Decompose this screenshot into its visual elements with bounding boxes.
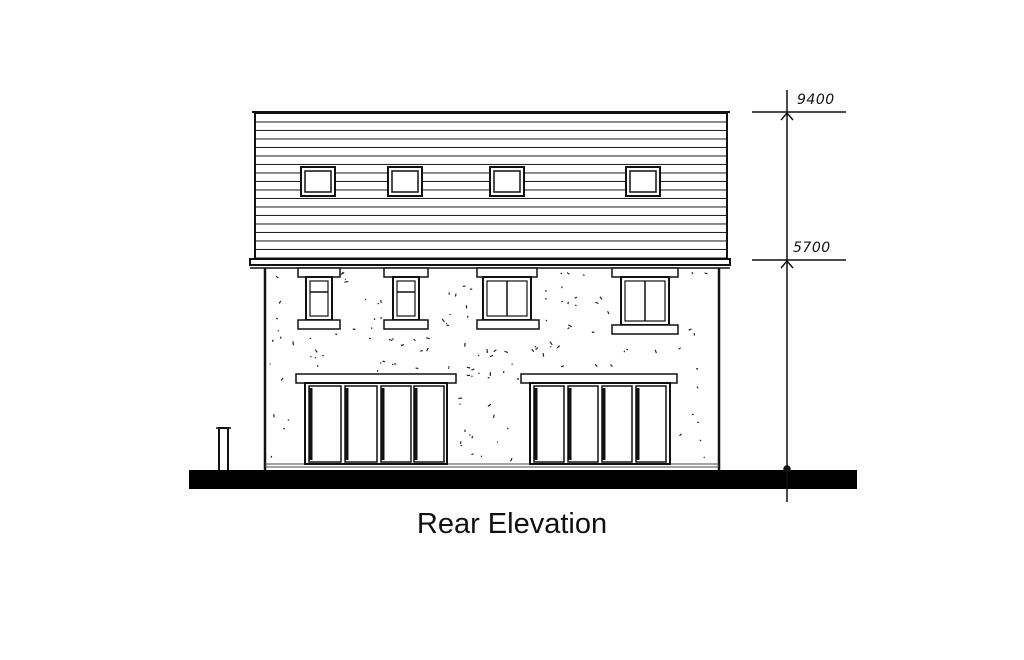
first-floor-window [611,267,679,335]
bifold-doors-left [295,373,457,465]
ground-line [189,470,857,489]
first-floor-windows [297,267,679,335]
render-texture [269,271,708,462]
eaves-height-label: 5700 [793,240,831,256]
roof-window [387,166,423,197]
roof-window [300,166,336,197]
roof-window [625,166,661,197]
first-floor-window [297,267,341,330]
drawing-title: Rear Elevation [416,508,608,540]
roof-window [489,166,525,197]
roof-windows [300,166,661,197]
boundary-post [216,427,231,472]
height-dimension-line [752,90,846,502]
ridge-height-label: 9400 [797,92,835,108]
first-floor-window [383,267,429,330]
first-floor-window [476,267,540,330]
bifold-doors-right [520,373,678,465]
